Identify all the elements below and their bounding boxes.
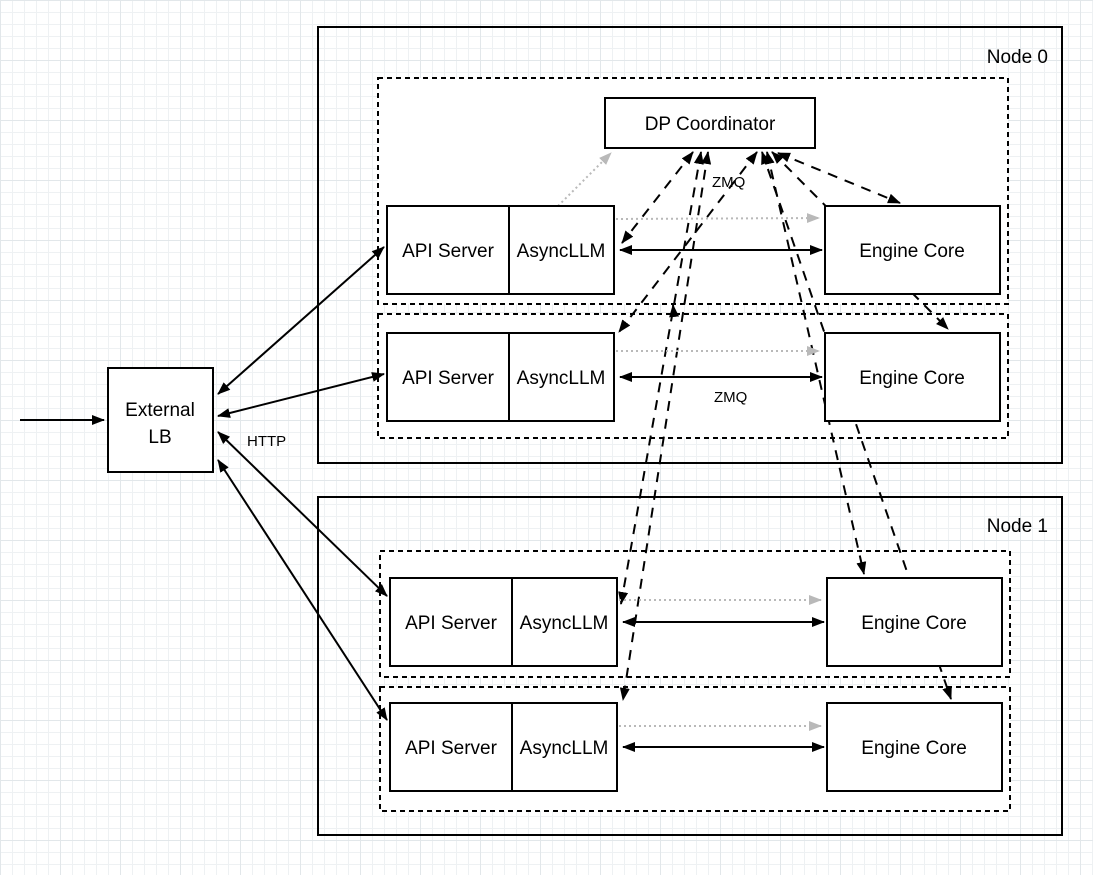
engine-core-label-4: Engine Core <box>861 738 967 759</box>
node0-row2-engine-core-box: Engine Core <box>824 332 1001 422</box>
asyncllm-label-1: AsyncLLM <box>517 241 606 262</box>
node0-label: Node 0 <box>987 47 1048 68</box>
node1-label: Node 1 <box>987 516 1048 537</box>
api-server-label-1: API Server <box>402 241 495 262</box>
asyncllm-1-to-engine-core-1-dotted-arrow <box>615 213 820 224</box>
node0-row1-api-asyncllm-box: API Server AsyncLLM <box>386 205 615 295</box>
api-server-label-4: API Server <box>405 738 498 759</box>
coordinator-asyncllm-4-dashed-arrow <box>619 151 712 701</box>
lb-to-api-server-1-arrow <box>217 246 385 395</box>
lb-to-api-server-3-arrow <box>217 431 388 597</box>
zmq-coordinator-edge-label: ZMQ <box>712 174 745 191</box>
engine-core-label-1: Engine Core <box>859 241 965 262</box>
http-edge-label: HTTP <box>247 433 286 450</box>
coordinator-engine-core-4-dashed-arrow <box>761 151 952 700</box>
zmq-row2-edge-label: ZMQ <box>714 389 747 406</box>
node1-row2-engine-core-box: Engine Core <box>826 702 1003 792</box>
engine-core-label-3: Engine Core <box>861 613 967 634</box>
api-server-label-3: API Server <box>405 613 498 634</box>
dp-coordinator-box <box>604 97 816 149</box>
asyncllm-label-4: AsyncLLM <box>520 738 609 759</box>
mid-line-up-arrowhead <box>669 304 680 318</box>
node1-row2-api-asyncllm-box: API Server AsyncLLM <box>389 702 618 792</box>
external-lb-label-line1: External <box>125 400 195 421</box>
node0-row1-engine-core-box: Engine Core <box>824 205 1001 295</box>
external-lb-box <box>107 367 214 473</box>
engine-core-label-2: Engine Core <box>859 368 965 389</box>
lb-to-api-server-4-arrow <box>217 459 388 721</box>
asyncllm-label-2: AsyncLLM <box>517 368 606 389</box>
node0-row2-api-asyncllm-box: API Server AsyncLLM <box>386 332 615 422</box>
lb-to-api-server-2-arrow <box>217 372 385 418</box>
node1-row1-engine-core-box: Engine Core <box>826 577 1003 667</box>
external-lb-label-line2: LB <box>148 427 171 448</box>
node1-row1-api-asyncllm-box: API Server AsyncLLM <box>389 577 618 667</box>
dp-coordinator-label: DP Coordinator <box>645 114 776 135</box>
asyncllm-label-3: AsyncLLM <box>520 613 609 634</box>
api-server-label-2: API Server <box>402 368 495 389</box>
